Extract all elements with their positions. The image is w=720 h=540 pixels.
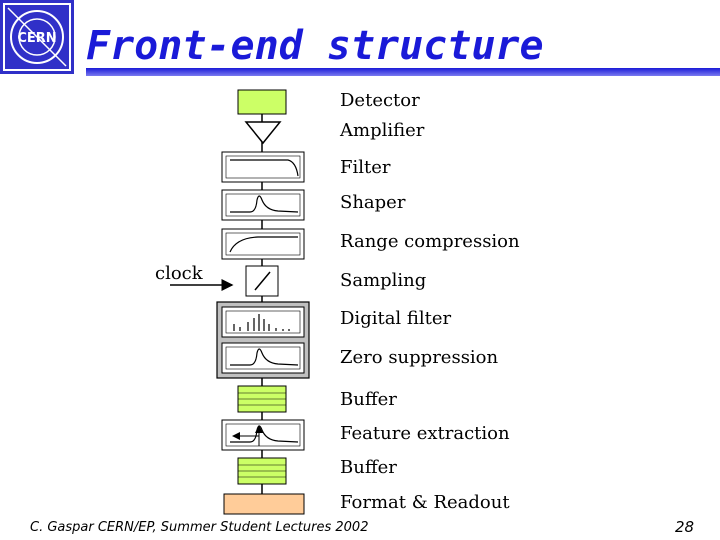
label-detector: Detector xyxy=(340,90,420,111)
format-readout-block xyxy=(223,493,305,515)
label-shaper: Shaper xyxy=(340,192,406,213)
label-filter: Filter xyxy=(340,157,391,178)
label-buffer-1: Buffer xyxy=(340,389,397,410)
zero-suppression-block xyxy=(221,342,305,374)
label-amplifier: Amplifier xyxy=(340,120,425,141)
buffer-block-1 xyxy=(237,385,287,413)
slide-title: Front-end structure xyxy=(86,23,544,69)
clock-label: clock xyxy=(155,263,203,284)
label-buffer-2: Buffer xyxy=(340,457,397,478)
shaper-block xyxy=(221,189,305,221)
detector-block xyxy=(237,89,287,115)
buffer-block-2 xyxy=(237,457,287,485)
label-zero-suppression: Zero suppression xyxy=(340,347,499,368)
sampling-block xyxy=(245,265,279,297)
page-number: 28 xyxy=(675,518,695,536)
label-format-readout: Format & Readout xyxy=(340,492,510,513)
digital-filter-block xyxy=(221,306,305,338)
amplifier-symbol xyxy=(244,121,282,145)
label-digital-filter: Digital filter xyxy=(340,308,452,329)
range-compression-block xyxy=(221,228,305,260)
label-range-compression: Range compression xyxy=(340,231,520,252)
cern-logo: CERN xyxy=(0,0,74,74)
logo-text: CERN xyxy=(17,31,56,46)
label-feature-extraction: Feature extraction xyxy=(340,423,510,444)
feature-extraction-block xyxy=(221,419,305,451)
title-rule xyxy=(86,68,720,76)
label-sampling: Sampling xyxy=(340,270,427,291)
footer-credit: C. Gaspar CERN/EP, Summer Student Lectur… xyxy=(30,520,369,535)
filter-block xyxy=(221,151,305,183)
